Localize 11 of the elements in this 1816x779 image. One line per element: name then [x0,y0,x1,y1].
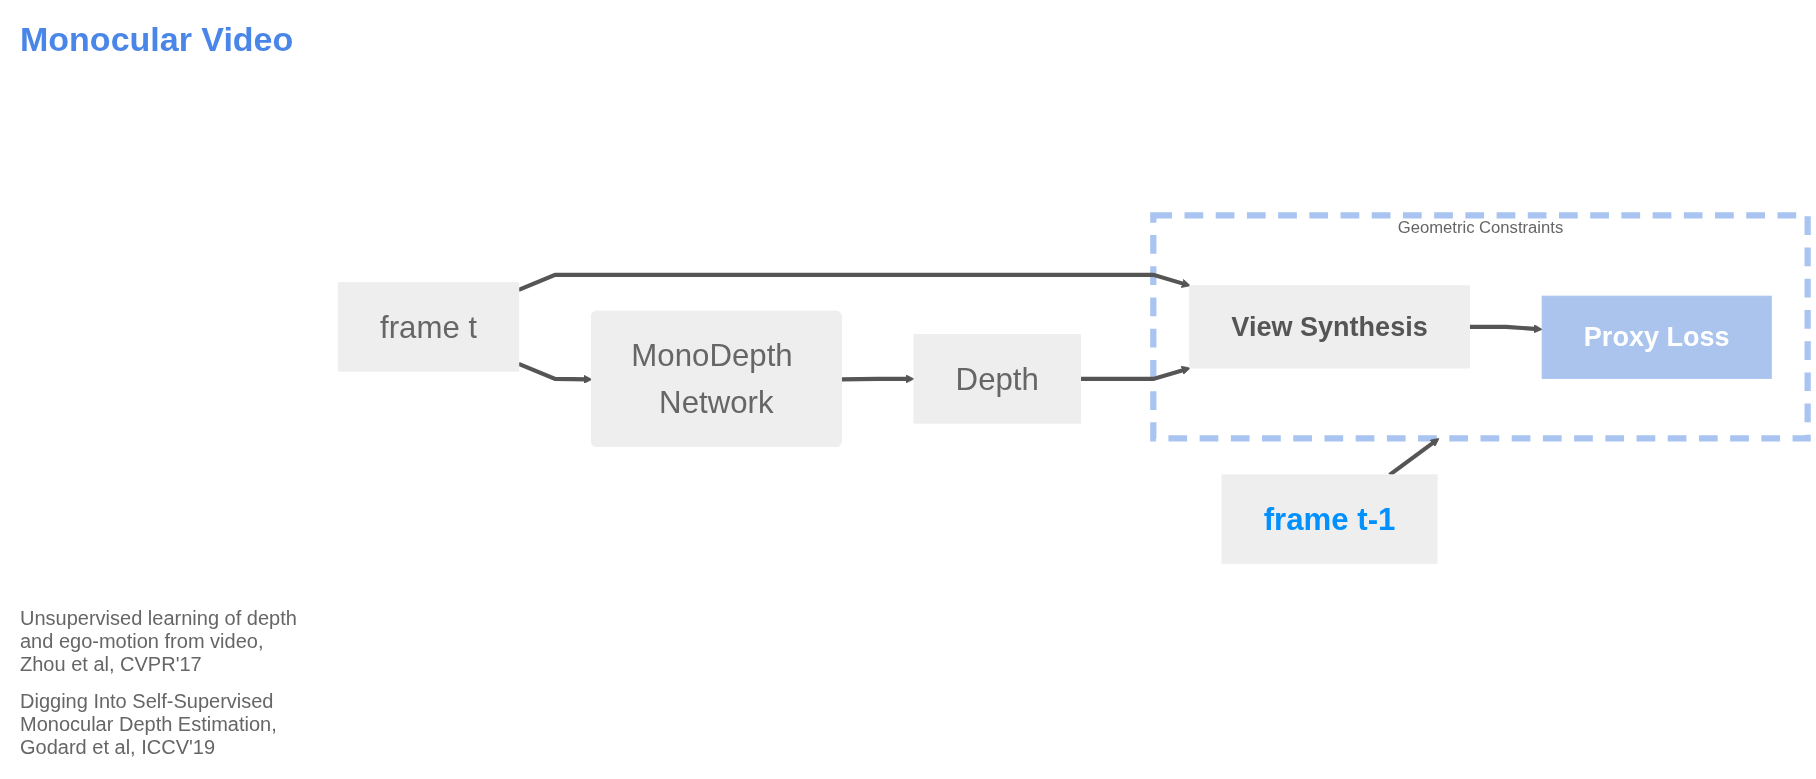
citation-text: Digging Into Self-Supervised Monocular Depth Estimation, Godard et al, ICCV'19 [20,690,278,759]
citation-text: Unsupervised learning of depth and ego-motion from video, Zhou et al, CVPR'17 [20,607,298,676]
node-box: frame t [337,282,520,372]
arrow [1388,438,1440,477]
node-box: Depth [913,334,1081,424]
arrow [1469,324,1543,334]
arrow [1080,366,1191,382]
vertical-label: Monocular Video [20,20,295,59]
node-box: frame t-1 [1221,474,1438,564]
node-box: Proxy Loss [1541,295,1772,380]
node-box: View Synthesis [1189,285,1470,369]
